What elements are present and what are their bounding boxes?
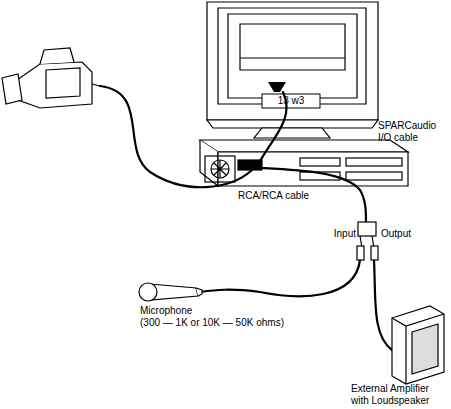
device-label: External Amplifier with Loudspeaker: [351, 383, 447, 407]
monitor: [207, 2, 378, 138]
model-plate: [262, 94, 320, 108]
port-label: Output: [381, 228, 431, 240]
device-label: Microphone: [140, 305, 260, 317]
model-label: 13 w3: [264, 95, 318, 107]
audio-splitter: [357, 222, 378, 260]
cable-label: RCA/RCA cable: [238, 190, 348, 202]
camcorder: [2, 48, 100, 108]
cable-label: SPARCaudio I/O cable: [378, 120, 440, 144]
cables: [100, 86, 392, 350]
microphone: [139, 283, 202, 301]
port-label: Input: [322, 228, 356, 240]
loudspeaker: [392, 306, 444, 384]
impedance-note: (300 — 1K or 10K — 50K ohms): [140, 317, 320, 329]
monitor-connector: [268, 82, 286, 92]
system-unit: [200, 140, 408, 186]
